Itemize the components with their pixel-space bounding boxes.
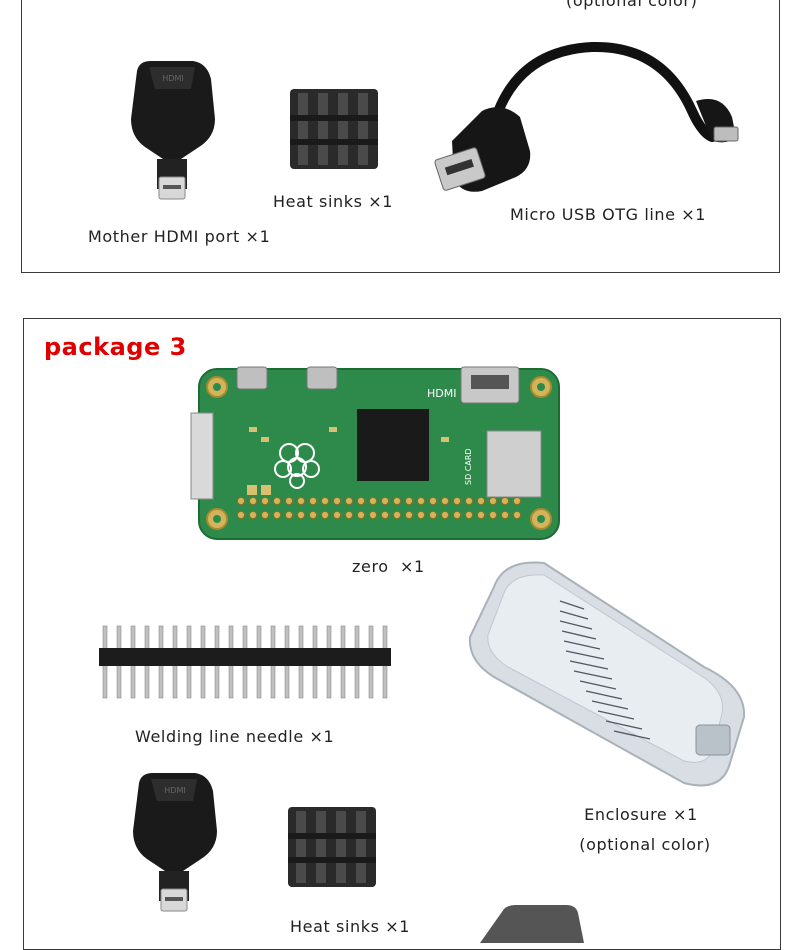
enclosure-optional-color: (optional color): [579, 835, 711, 854]
hdmi-adapter-label: Mother HDMI port ×1: [88, 227, 271, 246]
heat-sink-label: Heat sinks ×1: [290, 917, 411, 936]
otg-cable-image: [434, 41, 739, 192]
heat-sink-label: Heat sinks ×1: [273, 192, 394, 211]
heat-sink-image: [290, 89, 378, 169]
enclosure-image: [468, 561, 746, 787]
otg-cable-label: Micro USB OTG line ×1: [510, 205, 707, 224]
pin-header-label: Welding line needle ×1: [135, 727, 335, 746]
svg-text:HDMI: HDMI: [164, 786, 185, 795]
package-3-panel: package 3 HDMI SD CARD: [23, 318, 781, 950]
package-title: package 3: [44, 333, 187, 361]
package-2-panel: (optional color) HDMI Mother HDMI port ×…: [21, 0, 780, 273]
partial-item-image: [480, 905, 584, 943]
hdmi-adapter-image: HDMI: [131, 61, 215, 200]
pin-header-image: [99, 625, 391, 699]
enclosure-label: Enclosure ×1: [584, 805, 698, 824]
hdmi-adapter-image: HDMI: [133, 773, 217, 912]
pi-zero-board-image: HDMI SD CARD: [190, 366, 560, 540]
svg-text:HDMI: HDMI: [427, 387, 456, 400]
pi-zero-label: zero ×1: [352, 557, 425, 576]
optional-color-note: (optional color): [566, 0, 698, 10]
svg-text:SD CARD: SD CARD: [464, 448, 473, 485]
svg-text:HDMI: HDMI: [162, 74, 183, 83]
heat-sink-image: [288, 807, 376, 887]
